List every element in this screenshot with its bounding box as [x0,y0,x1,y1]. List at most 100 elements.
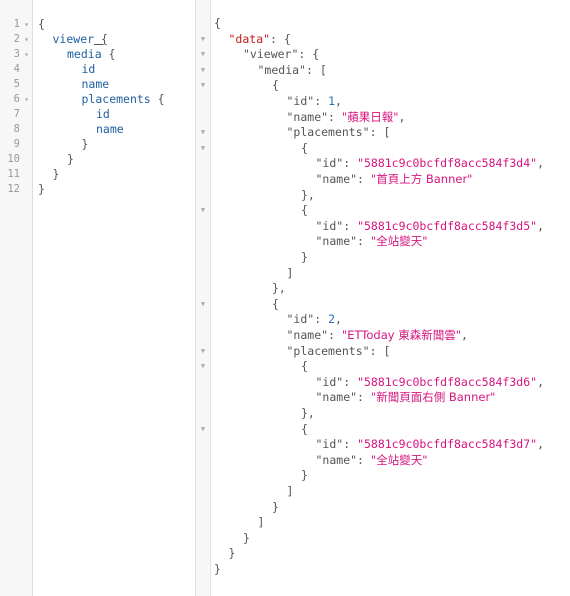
json-token: "placements" [286,125,370,140]
json-token: } [214,562,221,576]
result-line: { [301,359,308,375]
json-token: { [301,203,308,218]
json-number: 1 [328,94,335,108]
json-token: { [301,421,308,436]
json-token: }, [301,187,315,202]
json-token: "name" [315,234,358,249]
json-token: , [335,312,342,327]
query-punctuation: { [101,47,116,61]
fold-triangle-icon[interactable]: ▾ [24,20,29,29]
fold-triangle-icon[interactable]: ▼ [200,424,206,433]
result-line: { [301,422,308,438]
json-string: "ETToday 東森新聞雲" [341,328,461,342]
json-token: "name" [315,452,358,467]
json-token: , [398,109,406,124]
query-field: media [67,47,102,61]
line-number: 3 [13,48,20,60]
json-token: : [328,328,342,342]
json-string: "首頁上方 Banner" [370,172,473,186]
query-line[interactable]: id [82,62,96,77]
result-line: "id": 1, [287,94,342,110]
query-line[interactable]: viewer { [53,32,108,47]
query-punctuation: } [67,152,74,166]
fold-triangle-icon[interactable]: ▾ [24,50,29,59]
fold-triangle-icon[interactable]: ▼ [200,206,206,215]
fold-triangle-icon[interactable]: ▾ [24,35,29,44]
fold-triangle-icon[interactable]: ▼ [200,299,206,308]
result-line: "name": "全站變天" [316,234,428,250]
json-string: "5881c9c0bcfdf8acc584f3d7" [357,437,538,452]
query-field: id [96,107,110,121]
query-field: name [81,77,110,91]
json-token: { [301,359,308,374]
json-string: "新聞頁面右側 Banner" [370,390,496,405]
query-line[interactable]: } [82,137,89,152]
result-fold-gutter: ▼ ▼ ▼ ▼ ▼ ▼ ▼ ▼ ▼ ▼ ▼ [196,0,211,596]
query-line[interactable]: { [38,17,45,32]
query-punctuation: } [52,167,60,181]
fold-triangle-icon[interactable]: ▼ [200,50,206,59]
json-token: : [314,312,329,327]
json-token: }, [272,281,286,296]
result-line: } [214,562,221,578]
line-number: 7 [13,108,20,120]
json-string: "5881c9c0bcfdf8acc584f3d4" [357,156,538,171]
query-line[interactable]: id [96,107,110,122]
json-token: "name" [286,109,329,124]
result-line: } [229,546,236,562]
result-line: "id": "5881c9c0bcfdf8acc584f3d4", [316,156,545,172]
json-token: } [243,530,250,545]
fold-triangle-icon[interactable]: ▼ [200,128,206,137]
result-line: } [243,531,250,547]
json-token: , [461,328,468,342]
json-token: "id" [286,94,315,108]
result-line: "name": "ETToday 東森新聞雲", [287,328,468,344]
result-line: "id": "5881c9c0bcfdf8acc584f3d7", [316,437,545,453]
json-token: }, [301,406,315,420]
result-line: }, [272,281,286,297]
line-number: 8 [13,123,20,135]
json-token: : [ [305,62,327,77]
query-line[interactable]: media { [67,47,115,62]
query-punctuation: } [38,182,45,196]
json-number: 2 [328,312,335,327]
fold-triangle-icon[interactable]: ▼ [200,81,206,90]
query-field: name [96,122,124,136]
query-punctuation: } [81,137,89,151]
query-line[interactable]: } [53,167,60,182]
query-line[interactable]: name [82,77,110,92]
result-line: "id": "5881c9c0bcfdf8acc584f3d5", [316,219,545,235]
json-token: : [357,452,371,467]
json-token: "id" [286,312,315,327]
json-token: : [343,437,358,452]
result-line: "data": { [229,32,291,48]
query-line[interactable]: placements { [82,92,165,107]
json-token: : [ [369,125,391,140]
fold-triangle-icon[interactable]: ▼ [200,143,206,152]
line-number: 6 [13,93,20,105]
fold-triangle-icon[interactable]: ▼ [200,346,206,355]
query-line[interactable]: } [38,182,45,197]
result-line: } [301,250,308,266]
json-token: "placements" [286,343,370,358]
json-token: "media" [257,62,306,77]
json-token: ] [286,265,294,280]
json-token: "id" [315,218,344,233]
json-token: "name" [315,172,358,186]
json-token: { [272,296,279,311]
fold-triangle-icon[interactable]: ▼ [200,65,206,74]
json-string: "全站變天" [370,234,428,249]
fold-triangle-icon[interactable]: ▼ [200,362,206,371]
line-number: 1 [13,18,20,30]
json-token: { [301,140,308,155]
result-line: }, [301,188,315,204]
json-string: "5881c9c0bcfdf8acc584f3d6" [357,374,538,389]
fold-triangle-icon[interactable]: ▾ [24,95,29,104]
json-token: } [301,468,308,483]
query-line[interactable]: } [67,152,74,167]
json-string: "全站變天" [370,452,428,467]
result-line: } [272,500,279,516]
query-line[interactable]: name [96,122,124,137]
fold-triangle-icon[interactable]: ▼ [200,34,206,43]
